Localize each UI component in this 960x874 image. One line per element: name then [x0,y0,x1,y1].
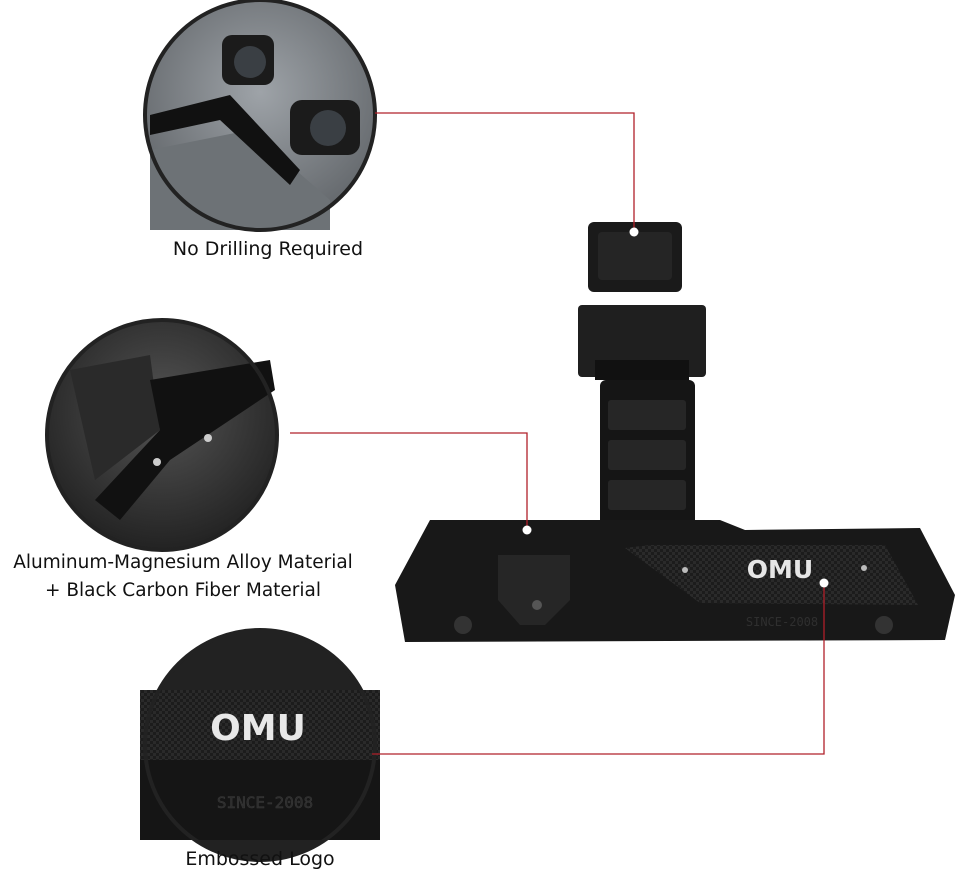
logo-closeup-text: OMU [210,708,306,749]
detail-circle-material [45,318,279,552]
caption-material-line1: Aluminum-Magnesium Alloy Material [13,552,353,573]
detail-circle-mounting [143,0,377,232]
caption-embossed-logo: Embossed Logo [185,848,335,870]
embossed-text: SINCE-2008 [746,615,818,629]
callout-lines [290,112,825,755]
caption-no-drilling: No Drilling Required [172,238,364,260]
callout-line-mounting [375,112,635,232]
caption-material-line2: + Black Carbon Fiber Material [44,580,322,601]
bracket-product: OMU SINCE-2008 [395,222,955,642]
svg-text:SINCE-2008: SINCE-2008 [217,793,313,812]
callout-dots [522,227,829,588]
callout-line-logo [372,583,825,755]
detail-circle-logo: OMU SINCE-2008 [140,628,380,862]
callout-line-material [290,432,528,530]
logo-text: OMU [747,555,813,584]
